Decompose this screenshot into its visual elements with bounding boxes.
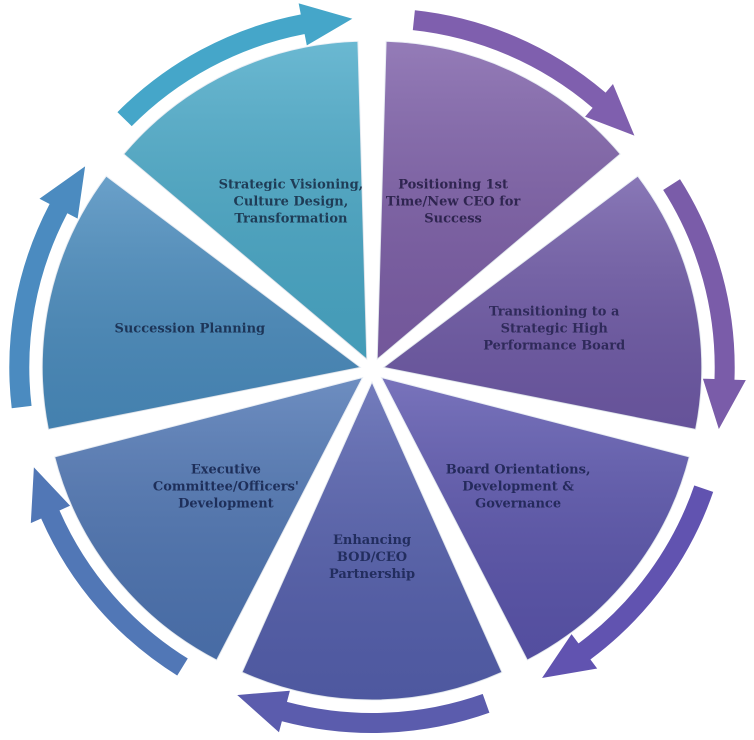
label-line: Enhancing xyxy=(333,532,411,547)
arrow-positioning xyxy=(410,8,639,140)
arrow-board-orientations xyxy=(537,482,716,681)
label-line: Development & xyxy=(462,479,574,494)
label-line: Positioning 1st xyxy=(398,177,508,192)
label-line: Success xyxy=(424,211,482,226)
label-line: Partnership xyxy=(329,566,415,581)
label-strategic-visioning: Strategic Visioning, Culture Design, Trans… xyxy=(219,177,364,226)
arrow-enhancing xyxy=(232,688,493,736)
label-line: Committee/Officers' xyxy=(153,479,299,494)
arrow-transitioning xyxy=(660,176,750,435)
segment-shade-enhancing xyxy=(242,382,502,700)
label-line: Performance Board xyxy=(483,338,625,353)
segment-shade-positioning xyxy=(377,41,621,360)
segment-shade-strategic-visioning xyxy=(123,41,367,360)
label-line: Succession Planning xyxy=(114,321,265,336)
segment-shade-succession xyxy=(42,176,361,430)
label-line: Transformation xyxy=(234,211,348,226)
label-line: Executive xyxy=(191,462,261,477)
label-line: Development xyxy=(178,496,274,511)
label-board-orientations: Board Orientations, Development & Governan… xyxy=(446,462,591,511)
label-line: BOD/CEO xyxy=(337,549,407,564)
label-succession: Succession Planning xyxy=(114,321,265,336)
segment-shade-board-orientations xyxy=(381,377,690,661)
arrow-succession xyxy=(7,161,88,411)
label-line: Board Orientations, xyxy=(446,462,591,477)
label-line: Time/New CEO for xyxy=(386,194,521,209)
label-line: Transitioning to a xyxy=(489,304,620,319)
label-line: Strategic Visioning, xyxy=(219,177,364,192)
segment-shade-executive xyxy=(54,377,363,661)
label-line: Governance xyxy=(475,496,561,511)
label-line: Strategic High xyxy=(501,321,609,336)
segment-shade-transitioning xyxy=(383,176,702,430)
arrow-executive xyxy=(28,462,191,679)
label-line: Culture Design, xyxy=(234,194,349,209)
arrow-strategic-visioning xyxy=(114,0,358,130)
